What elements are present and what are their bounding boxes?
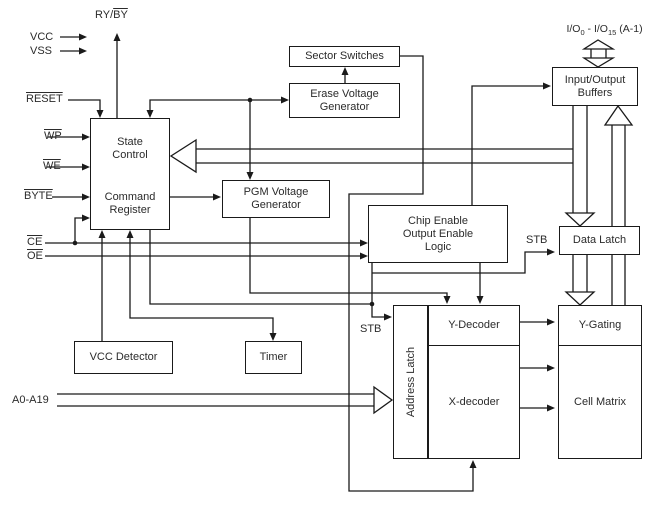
pgm-to-ydecoder-line bbox=[249, 218, 448, 297]
io-bus-post-text: (A-1) bbox=[616, 23, 643, 35]
state-control-label: State Control bbox=[112, 136, 148, 161]
erase-voltage-generator-label: Erase Voltage Generator bbox=[310, 87, 379, 113]
reset-line bbox=[68, 99, 101, 111]
ce-riser-arrowhead bbox=[82, 214, 90, 222]
ygating-to-io-arrowhead bbox=[603, 104, 634, 126]
command-register-label: Command Register bbox=[104, 191, 156, 216]
xdecoder-cellmatrix-arrowhead2 bbox=[547, 404, 555, 412]
we-pin-label: WE bbox=[43, 160, 61, 172]
erase-gen-arrowhead bbox=[281, 96, 289, 104]
cell-matrix-label: Cell Matrix bbox=[574, 395, 626, 408]
vcc-arrowhead bbox=[79, 33, 87, 41]
vss-arrowhead bbox=[79, 47, 87, 55]
vcc-pin-label: VCC bbox=[30, 31, 54, 43]
io-bus-mid-text: - I/O bbox=[584, 23, 608, 35]
junction-dots bbox=[72, 97, 375, 307]
pgm-top-arrowhead bbox=[246, 172, 254, 180]
y-gating-label: Y-Gating bbox=[559, 306, 641, 346]
address-bus-label: A0-A19 bbox=[12, 394, 49, 406]
xdecoder-bottom-arrowhead bbox=[469, 460, 477, 468]
we-arrowhead bbox=[82, 163, 90, 171]
block-address-latch: Address Latch bbox=[393, 305, 428, 459]
datalatch-to-ygating-arrowhead bbox=[564, 291, 596, 306]
stb-address-horizontal-line bbox=[149, 230, 372, 305]
stb-datalatch-line bbox=[372, 251, 549, 274]
block-timer: Timer bbox=[245, 341, 302, 374]
ce-arrowhead bbox=[360, 239, 368, 247]
vcc-detector-label: VCC Detector bbox=[89, 351, 158, 363]
io-bus-to-statecontrol-arrowhead bbox=[169, 138, 197, 174]
io-bus-sub-low-text: 0 bbox=[580, 28, 585, 38]
block-ygating-cellmatrix: Y-Gating Cell Matrix bbox=[558, 305, 642, 459]
io-bus-sub-high-text: 15 bbox=[607, 28, 617, 38]
reset-pin-label: RESET bbox=[26, 93, 63, 105]
reset-arrowhead bbox=[96, 110, 104, 118]
timer-arrowhead bbox=[269, 333, 277, 341]
chip-enable-logic-label: Chip Enable Output Enable Logic bbox=[402, 214, 474, 253]
io-enable-arrowhead bbox=[543, 82, 551, 90]
pgm-voltage-generator-label: PGM Voltage Generator bbox=[243, 186, 309, 211]
erase-gen-net-line bbox=[149, 99, 282, 111]
address-bus-arrowhead bbox=[373, 385, 394, 415]
sector-switches-label: Sector Switches bbox=[305, 50, 384, 62]
block-chip-enable-output-enable-logic: Chip Enable Output Enable Logic bbox=[368, 205, 508, 263]
oe-pin-label: OE bbox=[27, 250, 43, 262]
ydecoder-top-arrowhead1 bbox=[443, 296, 451, 304]
wp-arrowhead bbox=[82, 133, 90, 141]
vss-pin-label: VSS bbox=[30, 45, 53, 57]
erase-net-junction-dot bbox=[247, 97, 253, 103]
chipenable-to-io-line bbox=[471, 85, 545, 205]
timer-line bbox=[129, 238, 274, 333]
block-data-latch: Data Latch bbox=[559, 226, 640, 255]
hollow-arrowheads bbox=[169, 39, 634, 415]
ry-by-plain-text: RY/ bbox=[95, 9, 114, 21]
block-sector-switches: Sector Switches bbox=[289, 46, 400, 67]
block-y-x-decoder: Y-Decoder X-decoder bbox=[428, 305, 520, 459]
ydecoder-ygating-arrowhead bbox=[547, 318, 555, 326]
x-decoder-label: X-decoder bbox=[448, 395, 500, 408]
block-vcc-detector: VCC Detector bbox=[74, 341, 173, 374]
io-pin-down-arrowhead bbox=[581, 57, 616, 68]
oe-arrowhead bbox=[360, 252, 368, 260]
ce-pin-label: CE bbox=[27, 236, 43, 248]
byte-arrowhead bbox=[82, 193, 90, 201]
stb-address-arrowhead bbox=[384, 313, 392, 321]
chipenable-corner-stb-line bbox=[371, 263, 385, 318]
stb-address-label: STB bbox=[360, 323, 382, 335]
ry-by-pin-label: RY/BY bbox=[95, 9, 128, 21]
ry-by-overline-text: BY bbox=[113, 9, 128, 21]
io-to-datalatch-arrowhead bbox=[564, 212, 596, 227]
xdecoder-cellmatrix-arrowhead1 bbox=[547, 364, 555, 372]
statecontrol-top-arrowhead bbox=[146, 110, 154, 118]
ydecoder-top-arrowhead2 bbox=[476, 296, 484, 304]
vccdetector-up-arrowhead bbox=[98, 230, 106, 238]
timer-label: Timer bbox=[259, 351, 288, 363]
block-state-control-command-register: State Control Command Register bbox=[90, 118, 170, 230]
stb-junction-dot bbox=[369, 301, 375, 307]
io-pin-up-arrowhead bbox=[581, 39, 616, 50]
address-latch-label: Address Latch bbox=[404, 346, 417, 418]
block-erase-voltage-generator: Erase Voltage Generator bbox=[289, 83, 400, 118]
pgm-in-arrowhead bbox=[213, 193, 221, 201]
stb-data-label: STB bbox=[526, 234, 548, 246]
wp-pin-label: WP bbox=[44, 130, 62, 142]
sector-to-xdecoder-line bbox=[348, 55, 474, 492]
y-decoder-label: Y-Decoder bbox=[429, 306, 519, 346]
timer-up-arrowhead bbox=[126, 230, 134, 238]
stb-datalatch-arrowhead bbox=[547, 248, 555, 256]
block-pgm-voltage-generator: PGM Voltage Generator bbox=[222, 180, 330, 218]
io-bus-label: I/O0 - I/O15 (A-1) bbox=[556, 23, 653, 39]
io-buffers-label: Input/Output Buffers bbox=[564, 73, 626, 99]
signal-lines bbox=[45, 36, 626, 492]
ry-by-arrowhead bbox=[113, 33, 121, 41]
block-io-buffers: Input/Output Buffers bbox=[552, 67, 638, 106]
ce-riser-line bbox=[74, 217, 83, 243]
solid-arrowheads bbox=[79, 33, 555, 468]
data-latch-label: Data Latch bbox=[572, 234, 627, 246]
io-bus-pre-text: I/O bbox=[566, 23, 581, 35]
ce-junction-dot bbox=[72, 240, 78, 246]
byte-pin-label: BYTE bbox=[24, 190, 53, 202]
sector-switches-arrowhead bbox=[341, 67, 349, 75]
